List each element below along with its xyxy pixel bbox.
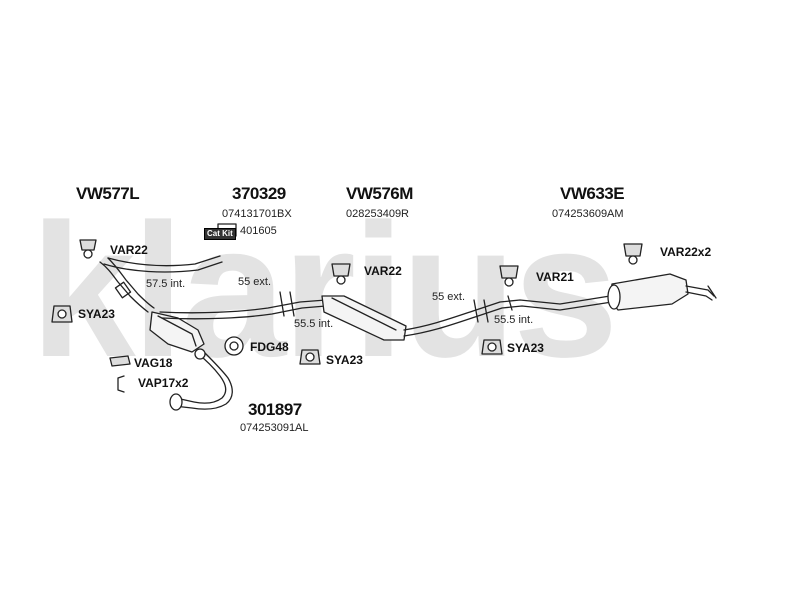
hanger-var22-left	[79, 239, 97, 259]
front-pipe	[99, 261, 149, 313]
group-code-vw633e: VW633E	[560, 184, 625, 203]
group-code-vw576m: VW576M	[346, 184, 413, 203]
group-ref-vw576m: 028253409R	[346, 208, 410, 220]
pipe-clamp	[114, 281, 132, 299]
dimension-label: 55.5 int.	[294, 318, 334, 330]
middle-silencer	[321, 295, 407, 341]
hanger-var21	[499, 265, 519, 287]
cat-kit-badge: Cat Kit	[204, 228, 236, 240]
group-code-370329: 370329	[232, 184, 286, 203]
mount-sya23-left	[51, 305, 73, 323]
downpipe-301897	[175, 351, 227, 404]
part-label-fdg48: FDG48	[250, 340, 289, 354]
rear-silencer	[609, 273, 689, 311]
part-label-var22-middle: VAR22	[364, 264, 402, 278]
group-ref-vw633e: 074253609AM	[552, 208, 624, 220]
group-code-301897: 301897	[248, 400, 302, 419]
clip-vap17x2-icon	[117, 375, 125, 393]
mount-sya23-right	[481, 339, 503, 355]
gasket-fdg48	[224, 336, 244, 356]
group-ref-370329: 074131701BX	[222, 208, 292, 220]
part-label-sya23-left: SYA23	[78, 307, 115, 321]
dimension-label: 55 ext.	[432, 291, 466, 303]
part-label-vap17x2: VAP17x2	[138, 376, 189, 390]
catalytic-converter	[149, 311, 205, 353]
part-label-sya23-right: SYA23	[507, 341, 544, 355]
group-code-vw577l: VW577L	[76, 184, 140, 203]
gasket-vag18-icon	[109, 355, 131, 367]
dimension-label: 55.5 int.	[494, 314, 534, 326]
part-label-vag18: VAG18	[134, 356, 173, 370]
part-label-var22-left: VAR22	[110, 243, 148, 257]
part-label-var22x2: VAR22x2	[660, 245, 712, 259]
hanger-var22x2	[623, 243, 643, 265]
dimension-label: 57.5 int.	[146, 278, 186, 290]
dimension-label: 55 ext.	[238, 276, 272, 288]
cat-kit-number: 401605	[240, 225, 277, 237]
part-label-var21: VAR21	[536, 270, 574, 284]
brand-watermark: klarius	[30, 212, 619, 370]
part-label-sya23-middle: SYA23	[326, 353, 363, 367]
mount-sya23-middle	[299, 349, 321, 365]
group-ref-301897: 074253091AL	[240, 422, 309, 434]
hanger-var22-middle	[331, 263, 351, 285]
